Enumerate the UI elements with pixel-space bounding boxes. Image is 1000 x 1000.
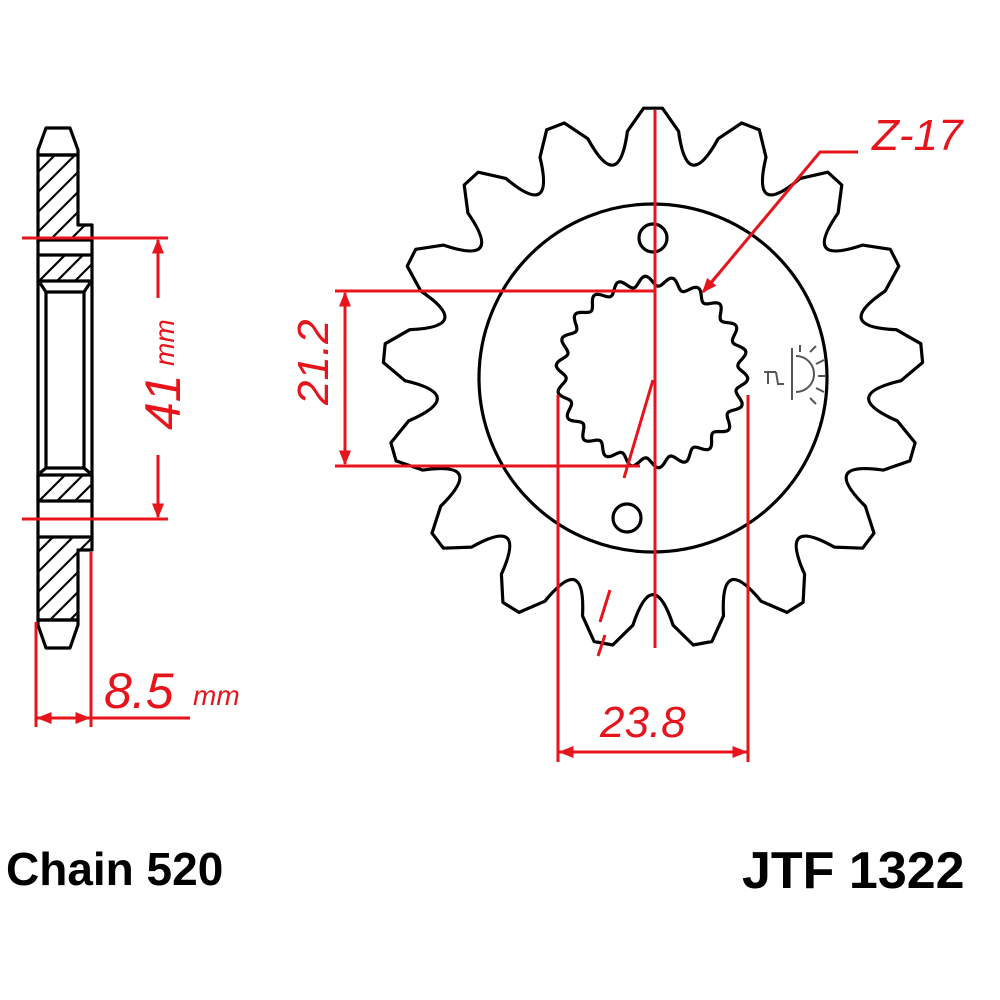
spline-height-value: 21.2 <box>289 319 338 406</box>
teeth-count-label: Z-17 <box>871 111 964 160</box>
sprocket-outline <box>381 106 925 647</box>
sprocket-front-view <box>381 106 925 647</box>
bolt-hole-top <box>637 222 669 254</box>
spline-bore-outline <box>554 274 750 470</box>
sun-symbol-icon <box>764 345 826 405</box>
hub-circle <box>477 202 829 554</box>
spline-width-value: 23.8 <box>599 698 686 747</box>
sprocket-dimensions: 21.2 23.8 Z-17 <box>289 110 964 762</box>
thickness-dimension: 8.5 mm <box>34 552 240 727</box>
chain-size-label: Chain 520 <box>6 843 223 895</box>
part-number-label: JTF 1322 <box>742 842 965 900</box>
bottom-tooth-chamfer <box>36 618 80 650</box>
bore-span-value: 41 <box>135 374 191 430</box>
bore-span-unit: mm <box>149 319 180 366</box>
thickness-value: 8.5 <box>104 663 174 719</box>
thickness-unit: mm <box>193 680 240 711</box>
side-section-view <box>36 126 94 650</box>
bolt-hole-bottom <box>611 502 643 534</box>
bore-span-dimension: 41 mm <box>22 236 191 521</box>
top-tooth-chamfer <box>36 126 80 157</box>
